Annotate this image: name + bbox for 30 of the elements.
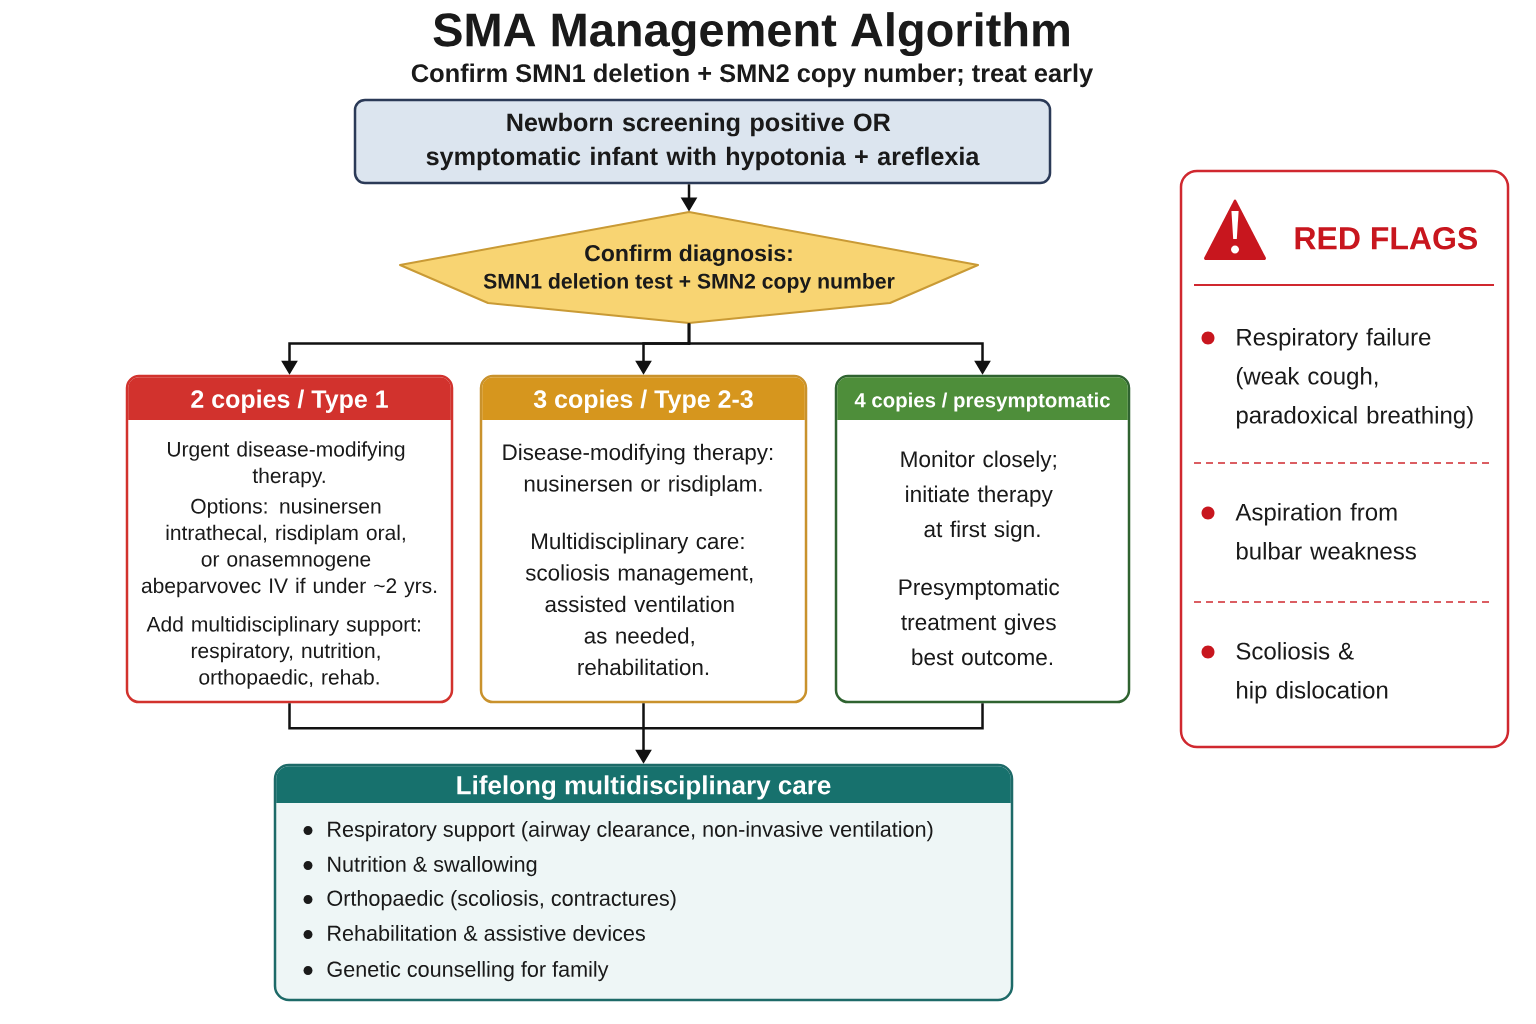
card-text: Multidisciplinary care: scoliosis management, assisted ventilation as needed, rehabilitation. xyxy=(525,532,753,676)
title: SMA Management Algorithm xyxy=(433,12,1069,57)
treatment-card xyxy=(834,374,1131,704)
care-panel xyxy=(273,763,1014,1002)
process-box: Newborn screening positive OR symptomatic infant with hypotonia + areflexia xyxy=(353,98,1052,185)
list-item: Rehabilitation & assistive devices xyxy=(328,925,645,941)
card-text: Add multidisciplinary support: respiratory, nutrition, orthopaedic, rehab. xyxy=(146,616,420,689)
card-text: Options: nusinersen intrathecal, risdiplam oral, or onasemnogene abeparvovec IV if under ~2 yrs. xyxy=(141,498,437,598)
card-text: Disease-modifying therapy: nusinersen or risdiplam. xyxy=(503,443,773,497)
list-item: Orthopaedic (scoliosis, contractures) xyxy=(327,890,676,911)
diamond-text: SMN1 deletion test + SMN2 copy number xyxy=(483,273,895,293)
warning-panel xyxy=(1179,169,1510,749)
panel-header: Lifelong multidisciplinary care xyxy=(276,766,1011,803)
list-item: Respiratory support (airway clearance, non-invasive ventilation) xyxy=(328,821,933,842)
list-item: Scoliosis & hip dislocation xyxy=(1236,642,1388,704)
diamond-text: Confirm diagnosis: xyxy=(585,244,792,266)
list-item: Nutrition & swallowing xyxy=(328,856,537,877)
decision-diamond xyxy=(399,211,979,324)
card-text: Presymptomatic treatment gives best outcome. xyxy=(899,578,1060,666)
card-header: 4 copies / presymptomatic xyxy=(837,377,1128,420)
list-item: Respiratory failure (weak cough, paradoxical breathing) xyxy=(1236,328,1473,429)
card-header: 3 copies / Type 2-3 xyxy=(482,377,805,420)
treatment-card xyxy=(125,374,454,704)
card-text: Urgent disease-modifying therapy. xyxy=(168,441,405,488)
list-item: Aspiration from bulbar weakness xyxy=(1235,503,1416,560)
card-text: Monitor closely; initiate therapy at first sign. xyxy=(901,450,1056,542)
treatment-card xyxy=(479,374,808,704)
list-item: Genetic counselling for family xyxy=(327,961,609,982)
panel-title: RED FLAGS xyxy=(1295,226,1477,250)
card-header: 2 copies / Type 1 xyxy=(128,377,451,420)
